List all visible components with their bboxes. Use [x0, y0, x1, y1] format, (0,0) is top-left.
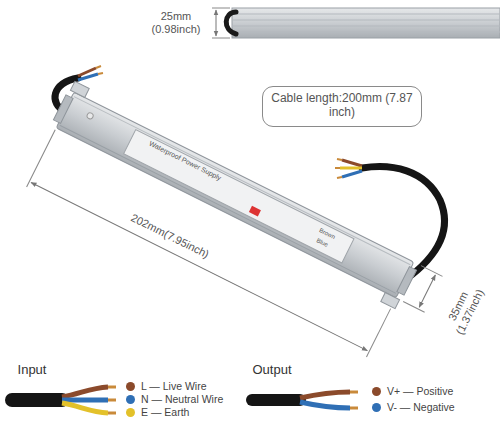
- copper-tip: [96, 66, 103, 74]
- side-body: [232, 8, 500, 38]
- side-cable: [226, 12, 236, 34]
- dimension-line: [419, 275, 435, 307]
- wire: [300, 392, 350, 398]
- legend-text: V+ — Positive: [387, 385, 453, 397]
- wire: [62, 398, 108, 403]
- color-swatch: [372, 403, 381, 412]
- mounting-tab: [381, 293, 400, 309]
- wire: [62, 403, 108, 413]
- mounting-tab: [70, 81, 89, 97]
- screw: [86, 112, 94, 120]
- copper-tip: [350, 392, 358, 408]
- legend-text: E — Earth: [141, 406, 189, 418]
- side-view: [212, 8, 500, 38]
- extension-line: [421, 266, 442, 277]
- dimension-line: [31, 182, 367, 350]
- legend-item: V- — Negative: [372, 401, 455, 413]
- section-label: Output: [252, 363, 291, 378]
- fin: [232, 14, 500, 15]
- dimension-label: 202mm(7.95inch): [129, 211, 211, 261]
- sticker: [124, 130, 354, 263]
- legend-text: L — Live Wire: [141, 380, 207, 392]
- input-cable-illustration: [12, 387, 116, 413]
- extension-line: [27, 130, 56, 187]
- fin: [232, 32, 500, 33]
- wire: [78, 74, 98, 80]
- legend-item: L — Live Wire: [126, 380, 207, 392]
- dimension-label: 35mm (1.37inch): [439, 276, 489, 343]
- copper-tip: [335, 159, 342, 178]
- wire: [340, 167, 362, 170]
- copper-tip: [108, 387, 116, 413]
- color-swatch: [372, 387, 381, 396]
- dimension-line: [216, 10, 217, 36]
- color-swatch: [126, 408, 135, 417]
- warning-mark: [249, 206, 261, 217]
- color-swatch: [126, 395, 135, 404]
- color-swatch: [126, 382, 135, 391]
- wire: [342, 171, 362, 177]
- callout-text: Cable length:200mm (7.87 inch): [263, 87, 421, 124]
- end-cap: [397, 267, 417, 296]
- end-cap: [53, 95, 73, 124]
- wire: [342, 160, 362, 166]
- output-cable-illustration: [252, 392, 358, 408]
- cable: [12, 393, 62, 407]
- extension-line: [366, 309, 390, 357]
- dimension-label: 25mm (0.98inch): [145, 10, 207, 35]
- wire: [300, 402, 350, 408]
- section-label: Input: [18, 363, 47, 378]
- legend-text: N — Neutral Wire: [141, 393, 223, 405]
- extension-line: [212, 38, 230, 39]
- legend-item: N — Neutral Wire: [126, 393, 223, 405]
- cable: [252, 394, 300, 406]
- legend-item: V+ — Positive: [372, 385, 453, 397]
- fin: [232, 26, 500, 27]
- wire: [62, 387, 108, 397]
- power-supply-body: [21, 80, 447, 371]
- fin: [60, 125, 396, 293]
- callout-box: Cable length:200mm (7.87 inch): [262, 86, 422, 127]
- extension-line: [212, 8, 230, 9]
- fin: [232, 20, 500, 21]
- legend-text: V- — Negative: [387, 401, 455, 413]
- legend-item: E — Earth: [126, 406, 189, 418]
